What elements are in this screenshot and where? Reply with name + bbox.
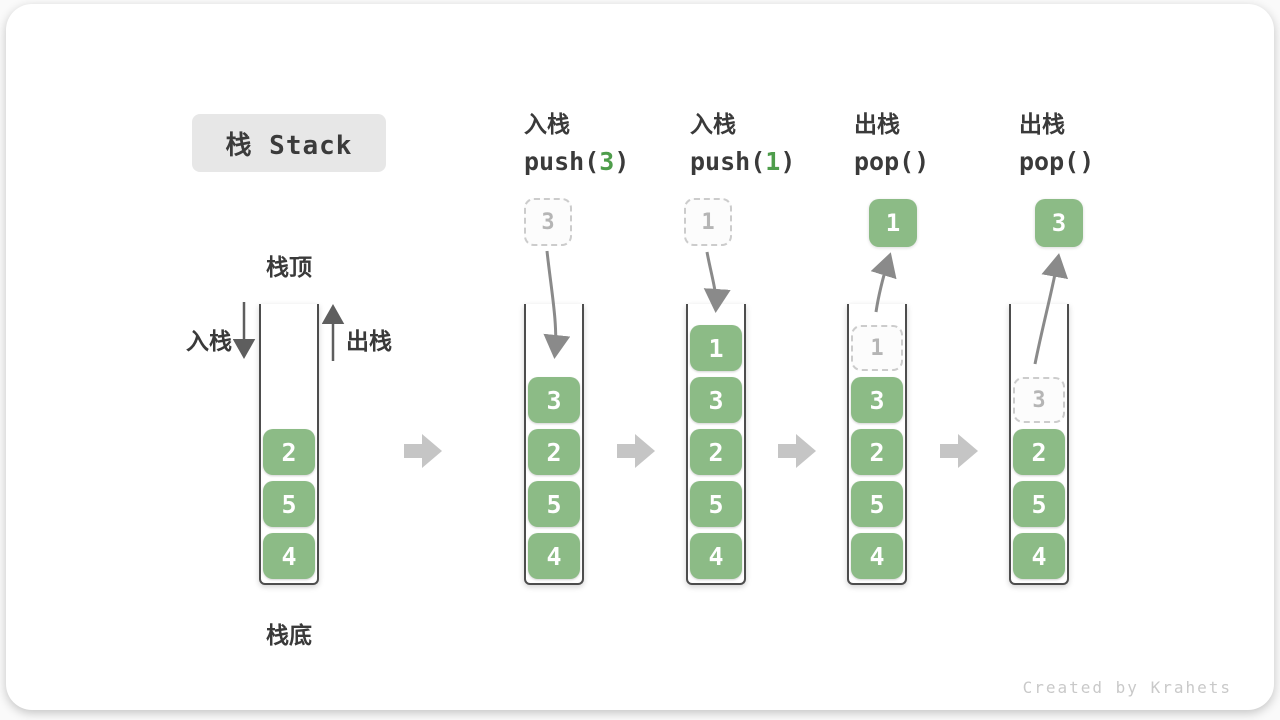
stack-block: 4 <box>690 533 742 579</box>
stack-block: 5 <box>1013 481 1065 527</box>
transition-arrow-icon <box>617 434 655 468</box>
code-pre: push( <box>524 147 600 176</box>
code-arg: 1 <box>765 147 781 176</box>
pop-side-label: 出栈 <box>346 328 392 354</box>
code-post: ) <box>614 147 630 176</box>
stack-after-pop-1: 1 3 2 5 4 <box>847 304 907 585</box>
floating-popped-value-3: 3 <box>1035 199 1083 247</box>
stack-block: 3 <box>851 377 903 423</box>
code-pre: pop() <box>854 147 930 176</box>
floating-push-value-1: 1 <box>684 198 732 246</box>
operation-label: 出栈 <box>1019 111 1065 137</box>
operation-label: 入栈 <box>524 111 570 137</box>
stack-block: 5 <box>528 481 580 527</box>
floating-push-value-3: 3 <box>524 198 572 246</box>
diagram-card: 栈 Stack 入栈 push(3) 入栈 push(1) 出栈 pop() 出… <box>6 4 1274 710</box>
stack-block: 4 <box>528 533 580 579</box>
stack-block: 2 <box>528 429 580 475</box>
stack-initial: 2 5 4 <box>259 304 319 585</box>
stack-block: 3 <box>690 377 742 423</box>
code-pre: pop() <box>1019 147 1095 176</box>
stack-after-push-3: 3 2 5 4 <box>524 304 584 585</box>
stack-block: 4 <box>1013 533 1065 579</box>
operation-code: push(3) <box>524 147 694 177</box>
operation-label: 出栈 <box>854 111 900 137</box>
stack-block: 2 <box>851 429 903 475</box>
stack-top-label: 栈顶 <box>266 254 312 280</box>
stack-block: 4 <box>851 533 903 579</box>
stack-block: 2 <box>1013 429 1065 475</box>
floating-popped-value-1: 1 <box>869 199 917 247</box>
stack-block-ghost: 1 <box>851 325 903 371</box>
stack-after-pop-3: 3 2 5 4 <box>1009 304 1069 585</box>
stack-block: 1 <box>690 325 742 371</box>
stack-after-push-1: 1 3 2 5 4 <box>686 304 746 585</box>
col-header-pop-1: 出栈 pop() <box>854 110 1024 177</box>
operation-label: 入栈 <box>690 111 736 137</box>
transition-arrow-icon <box>404 434 442 468</box>
code-arg: 3 <box>599 147 615 176</box>
stack-block: 2 <box>690 429 742 475</box>
stack-bottom-label: 栈底 <box>266 622 312 648</box>
push-side-label: 入栈 <box>186 328 232 354</box>
stack-block: 5 <box>690 481 742 527</box>
watermark: Created by Krahets <box>1022 678 1232 697</box>
stack-block: 5 <box>263 481 315 527</box>
stack-block-ghost: 3 <box>1013 377 1065 423</box>
stack-block: 4 <box>263 533 315 579</box>
title-badge: 栈 Stack <box>192 114 386 172</box>
operation-code: push(1) <box>690 147 860 177</box>
title-text: 栈 Stack <box>225 130 353 161</box>
code-post: ) <box>780 147 796 176</box>
push-1-curve-arrow-icon <box>703 251 731 313</box>
stack-block: 3 <box>528 377 580 423</box>
col-header-pop-3: 出栈 pop() <box>1019 110 1189 177</box>
code-pre: push( <box>690 147 766 176</box>
transition-arrow-icon <box>940 434 978 468</box>
operation-code: pop() <box>854 147 1024 177</box>
col-header-push-1: 入栈 push(1) <box>690 110 860 177</box>
transition-arrow-icon <box>778 434 816 468</box>
stack-block: 5 <box>851 481 903 527</box>
stack-block: 2 <box>263 429 315 475</box>
col-header-push-3: 入栈 push(3) <box>524 110 694 177</box>
operation-code: pop() <box>1019 147 1189 177</box>
